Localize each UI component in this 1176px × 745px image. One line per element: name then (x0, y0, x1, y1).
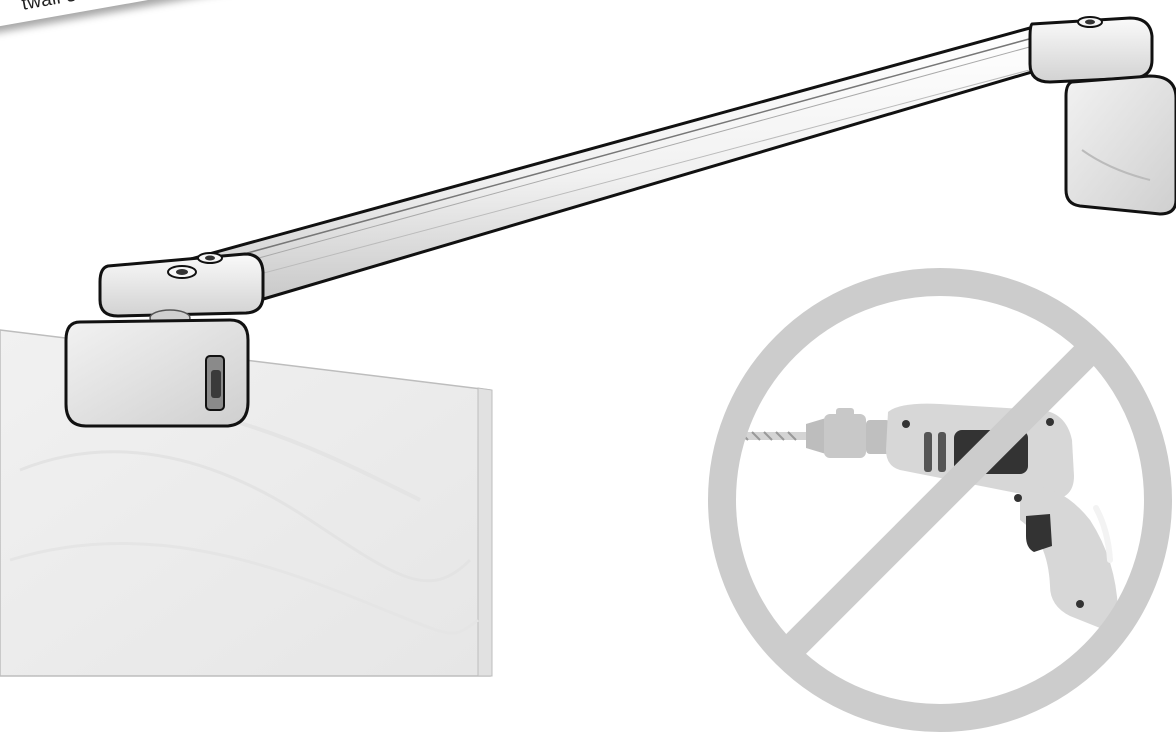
glass-clamp (64, 318, 250, 428)
right-end-cap (1028, 16, 1154, 84)
stabilizer-bar (178, 26, 1142, 302)
wall-bracket (1064, 74, 1176, 216)
left-end-cap (98, 252, 265, 327)
no-drilling-icon (708, 268, 1172, 732)
